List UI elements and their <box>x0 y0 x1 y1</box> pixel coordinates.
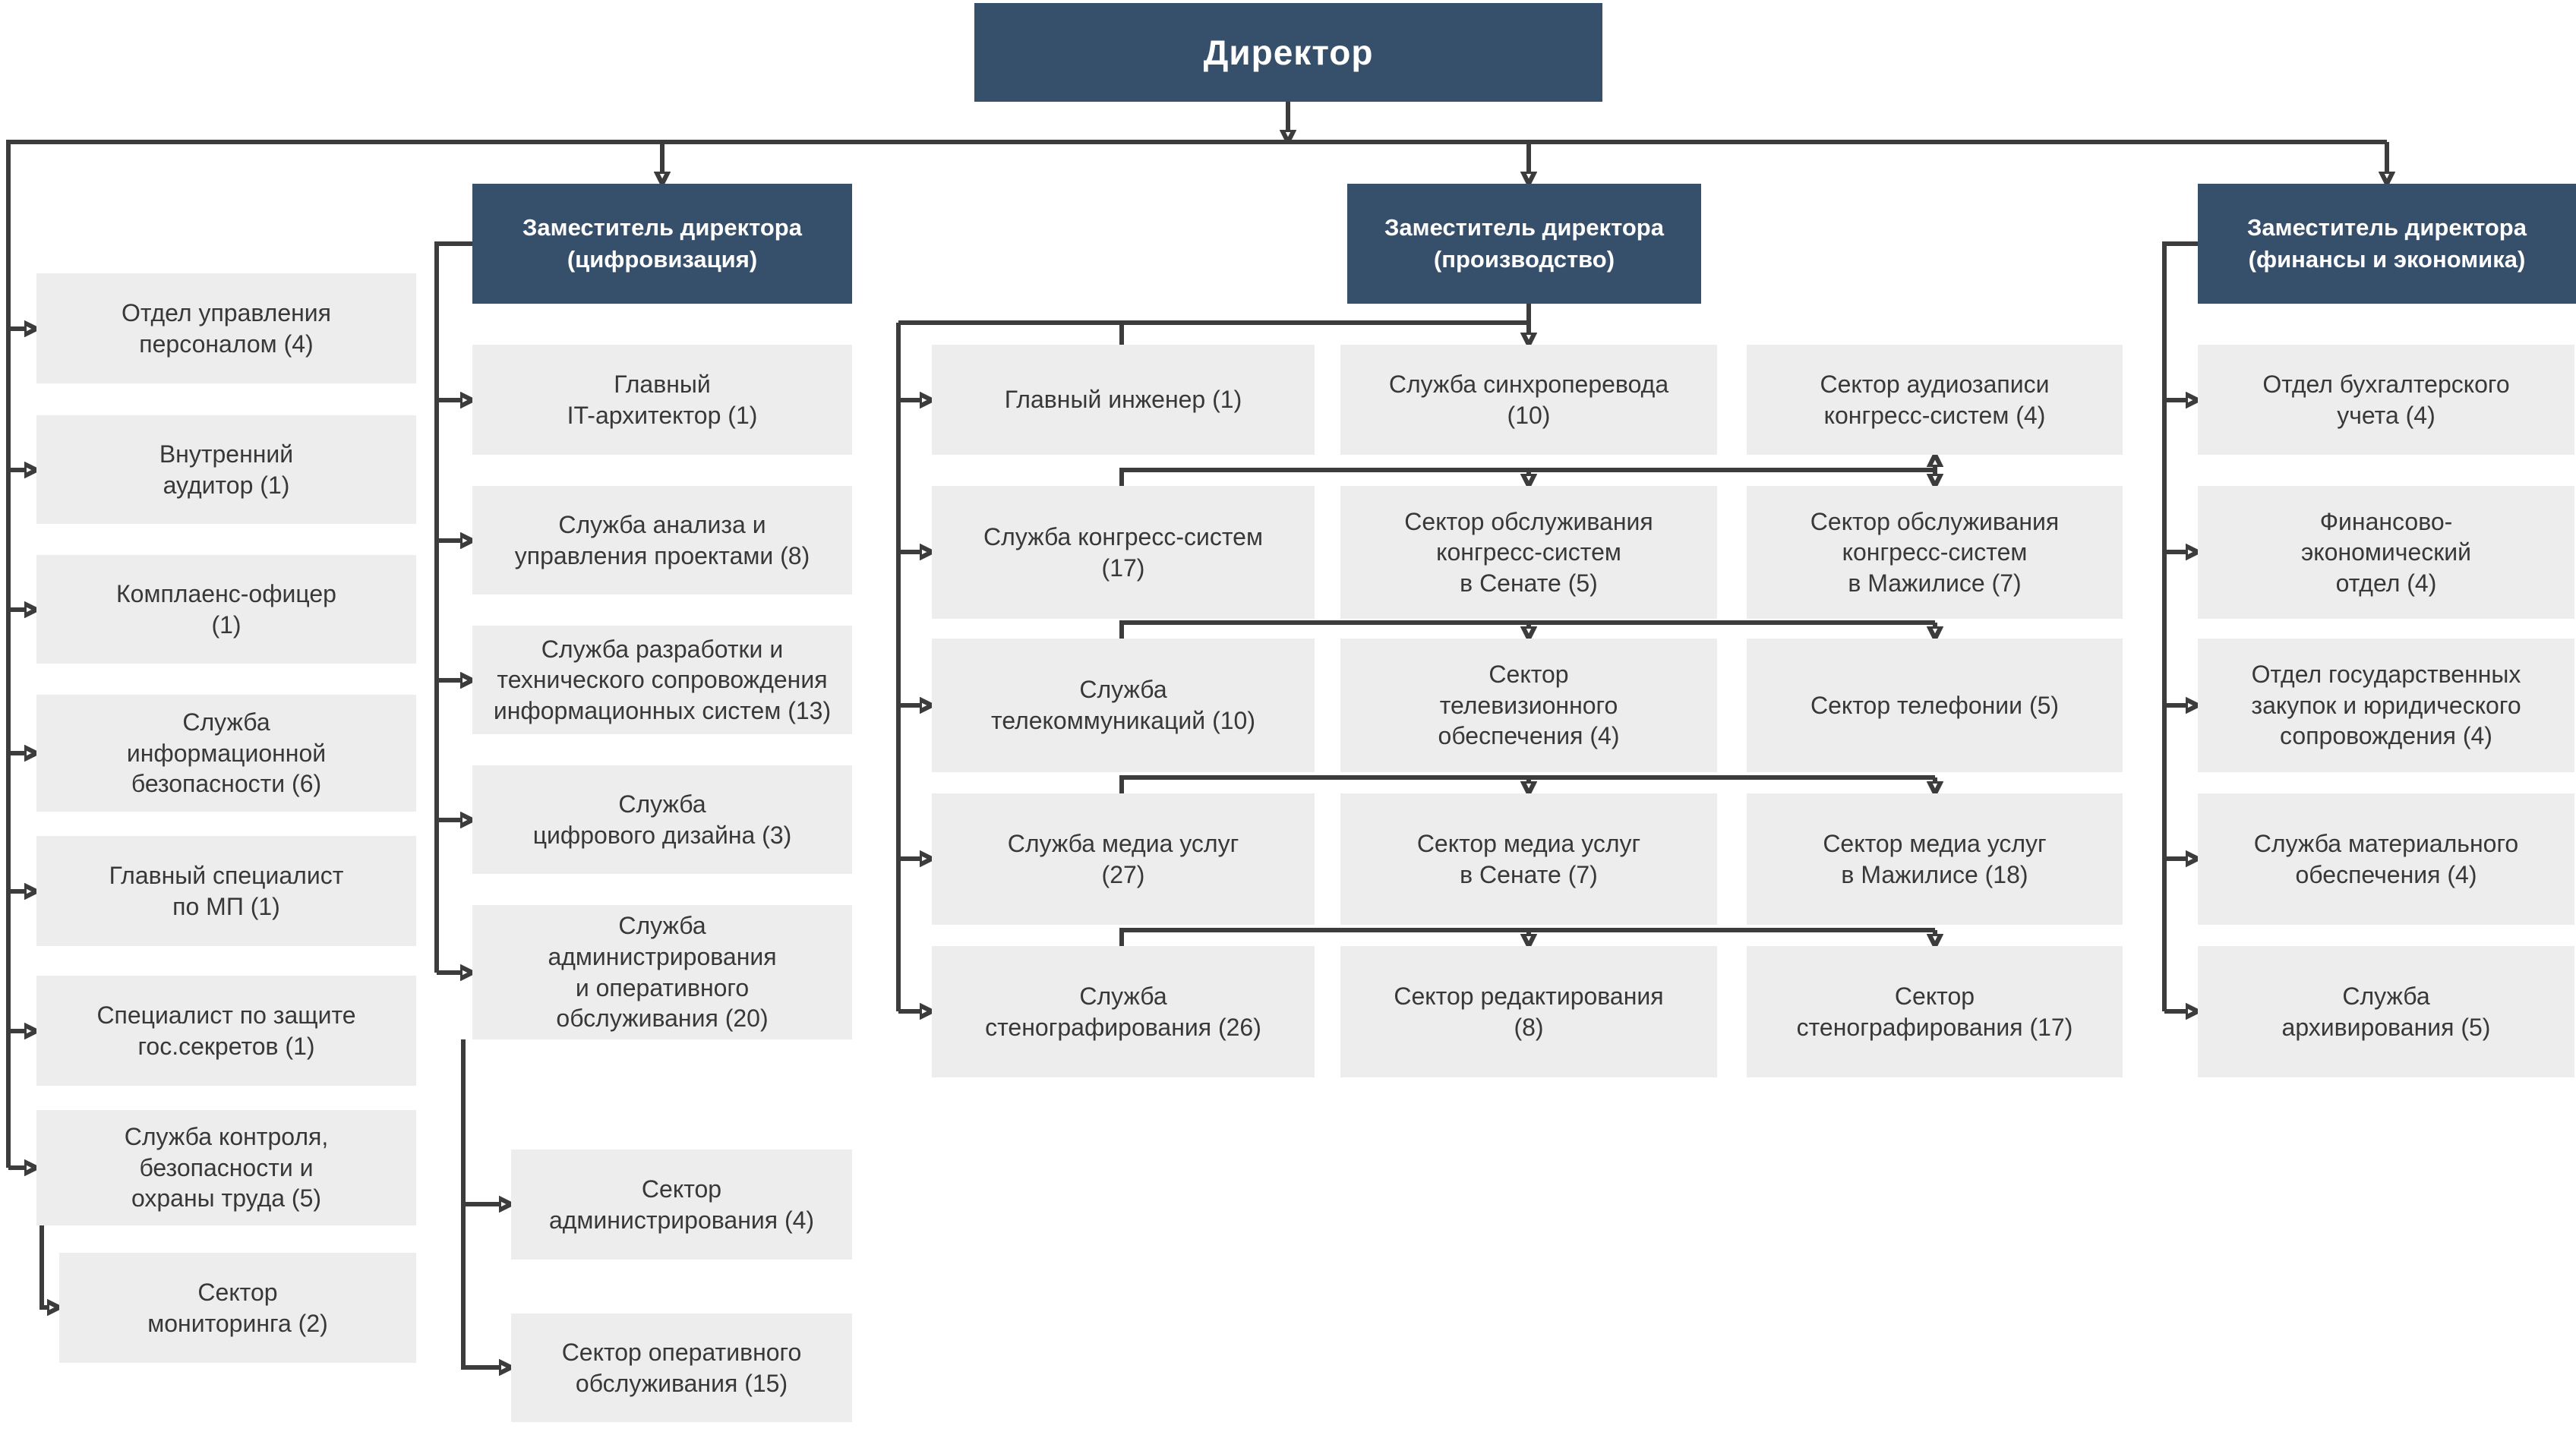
org-box-monitoring-sector: Сектор мониторинга (2) <box>59 1253 416 1363</box>
org-box-media-senate-sector: Сектор медиа услуг в Сенате (7) <box>1340 793 1717 925</box>
org-box-admin-operations-service: Служба администрирования и оперативного … <box>472 905 852 1039</box>
org-box-infosec-service: Служба информационной безопасности (6) <box>36 695 416 812</box>
org-box-telephony-sector: Сектор телефонии (5) <box>1747 639 2123 772</box>
org-box-accounting-department: Отдел бухгалтерского учета (4) <box>2198 345 2574 455</box>
connectors-finance-branch <box>2162 241 2198 1011</box>
org-box-it-architect: Главный IT-архитектор (1) <box>472 345 852 455</box>
org-box-media-majilis-sector: Сектор медиа услуг в Мажилисе (18) <box>1747 793 2123 925</box>
org-box-deputy-production: Заместитель директора (производство) <box>1347 184 1701 304</box>
connectors-top-level <box>6 102 2387 1168</box>
connectors-digital-branch <box>434 241 499 1367</box>
org-box-control-safety-service: Служба контроля, безопасности и охраны т… <box>36 1110 416 1225</box>
org-box-state-secrets-specialist: Специалист по защите гос.секретов (1) <box>36 976 416 1086</box>
org-box-compliance-officer: Комплаенс-офицер (1) <box>36 555 416 664</box>
org-box-hr-department: Отдел управления персоналом (4) <box>36 273 416 383</box>
org-box-finance-economic-department: Финансово- экономический отдел (4) <box>2198 486 2574 619</box>
org-box-director: Директор <box>974 3 1602 102</box>
org-box-digital-design-service: Служба цифрового дизайна (3) <box>472 765 852 874</box>
org-box-archiving-service: Служба архивирования (5) <box>2198 946 2574 1077</box>
org-box-editing-sector: Сектор редактирования (8) <box>1340 946 1717 1077</box>
org-box-internal-auditor: Внутренний аудитор (1) <box>36 415 416 524</box>
org-box-tv-support-sector: Сектор телевизионного обеспечения (4) <box>1340 639 1717 772</box>
org-box-stenography-sector: Сектор стенографирования (17) <box>1747 946 2123 1077</box>
org-box-deputy-digital: Заместитель директора (цифровизация) <box>472 184 852 304</box>
org-box-analysis-pm-service: Служба анализа и управления проектами (8… <box>472 486 852 594</box>
org-box-chief-engineer: Главный инженер (1) <box>932 345 1315 455</box>
org-box-administration-sector: Сектор администрирования (4) <box>511 1150 852 1260</box>
org-box-interpretation-service: Служба синхроперевода (10) <box>1340 345 1717 455</box>
org-box-operations-sector: Сектор оперативного обслуживания (15) <box>511 1314 852 1422</box>
org-box-congress-senate-sector: Сектор обслуживания конгресс-систем в Се… <box>1340 486 1717 619</box>
org-box-dev-support-service: Служба разработки и технического сопрово… <box>472 626 852 734</box>
org-box-telecom-service: Служба телекоммуникаций (10) <box>932 639 1315 772</box>
org-box-procurement-legal-department: Отдел государственных закупок и юридичес… <box>2198 639 2574 772</box>
org-box-stenography-service: Служба стенографирования (26) <box>932 946 1315 1077</box>
org-box-media-services: Служба медиа услуг (27) <box>932 793 1315 925</box>
connectors-production-branch <box>896 304 1935 1011</box>
connectors-left-column <box>8 329 47 1307</box>
org-box-material-support-service: Служба материального обеспечения (4) <box>2198 793 2574 925</box>
org-box-audio-recording-sector: Сектор аудиозаписи конгресс-систем (4) <box>1747 345 2123 455</box>
org-box-congress-majilis-sector: Сектор обслуживания конгресс-систем в Ма… <box>1747 486 2123 619</box>
org-box-chief-specialist-mp: Главный специалист по МП (1) <box>36 836 416 946</box>
org-box-deputy-finance: Заместитель директора (финансы и экономи… <box>2198 184 2576 304</box>
org-box-congress-systems-service: Служба конгресс-систем (17) <box>932 486 1315 619</box>
